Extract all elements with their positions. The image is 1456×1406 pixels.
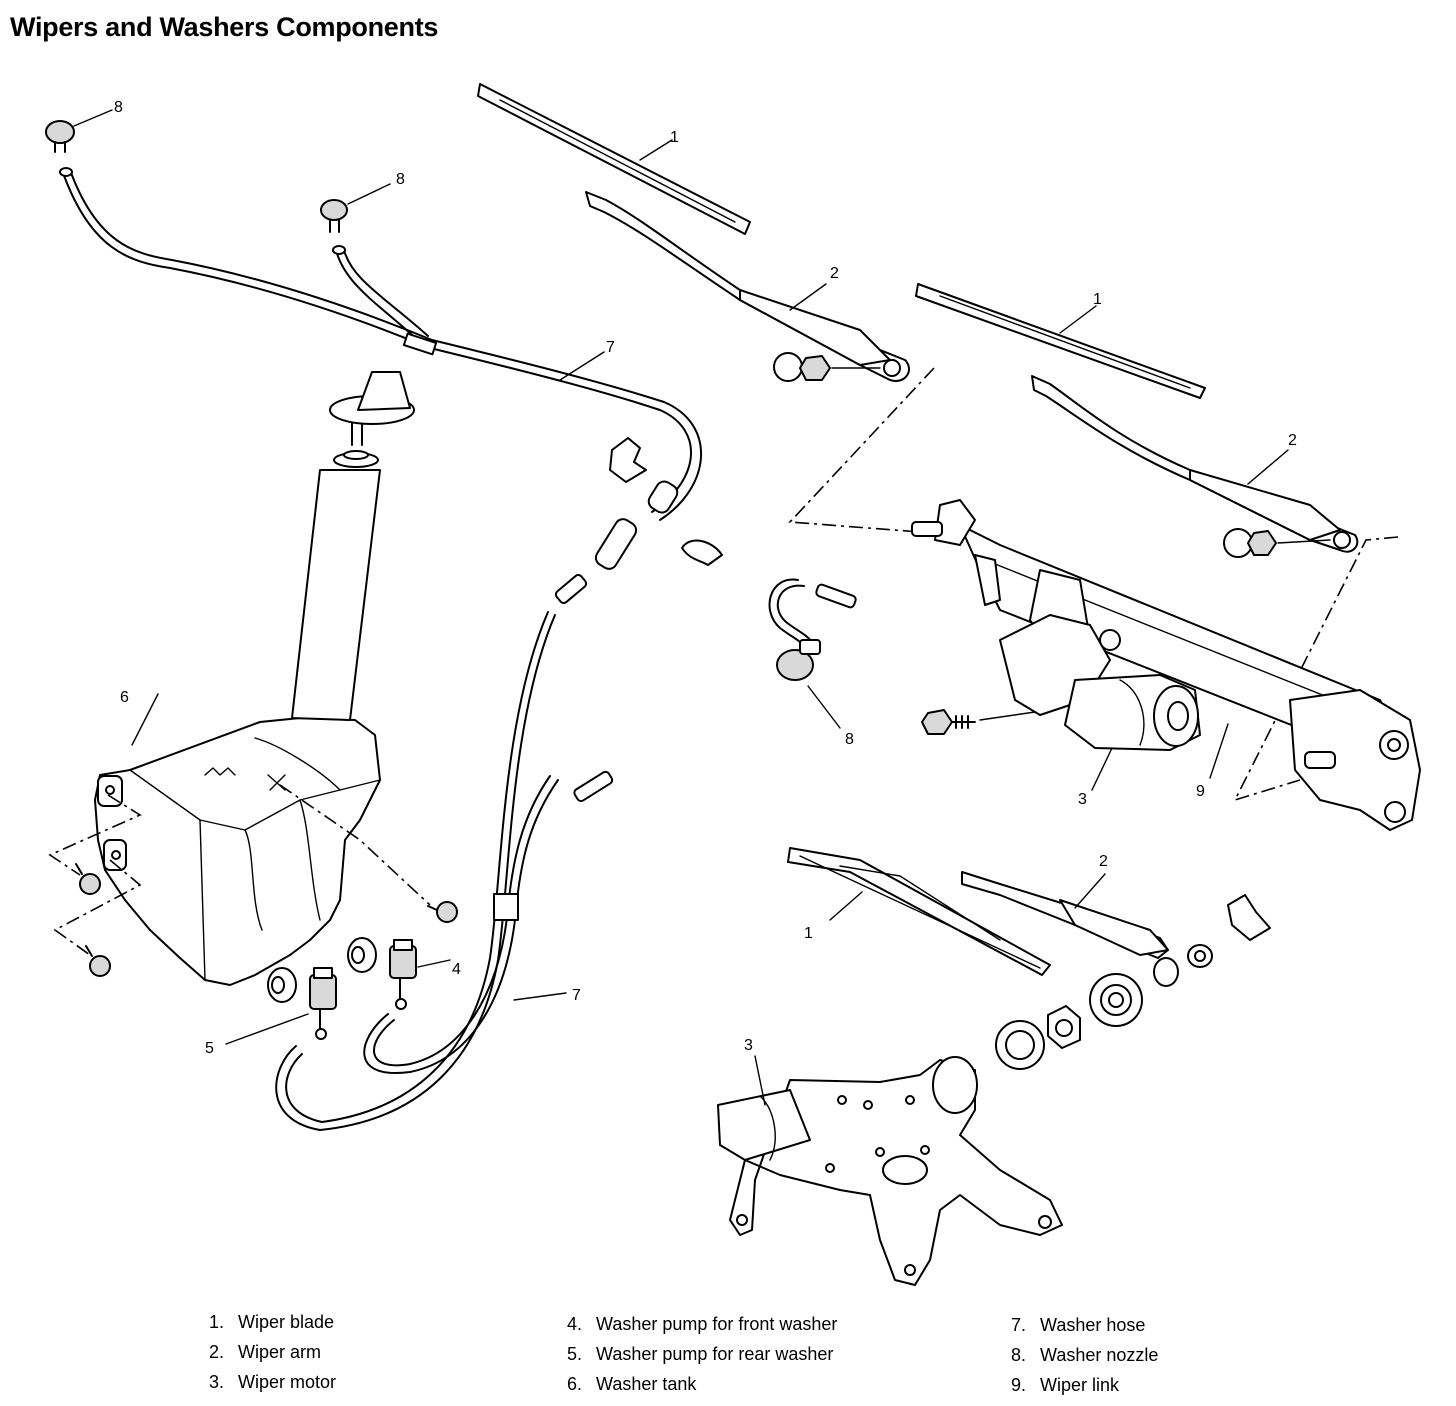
callout-8-left: 8 — [114, 99, 123, 116]
callout-1-front-left: 1 — [670, 129, 679, 146]
diagram-title: Wipers and Washers Components — [10, 12, 439, 42]
wiper-blade-rear — [787, 847, 1051, 976]
callout-8-middle: 8 — [396, 171, 405, 188]
legend-item-6: 6.Washer tank — [566, 1374, 697, 1394]
callout-3-front: 3 — [1078, 791, 1087, 808]
callout-2-front-right: 2 — [1288, 432, 1297, 449]
washer-hose-lower — [275, 351, 679, 1131]
washer-pump-front — [347, 937, 451, 1010]
front-alignment-lines — [788, 367, 1399, 802]
callout-6: 6 — [120, 689, 129, 706]
callout-2-front-left: 2 — [830, 265, 839, 282]
callout-labels: 8 8 8 1 1 1 2 2 2 3 3 4 5 6 7 7 9 — [114, 99, 1297, 1057]
callout-4: 4 — [452, 961, 461, 978]
hose-clips — [609, 437, 723, 566]
legend-item-1: 1.Wiper blade — [208, 1312, 335, 1332]
callout-5: 5 — [205, 1040, 214, 1057]
washer-tank — [94, 371, 415, 986]
callout-3-rear: 3 — [744, 1037, 753, 1054]
callout-7-top: 7 — [606, 339, 615, 356]
wiper-blade-front-right — [915, 283, 1206, 399]
legend-item-5: 5.Washer pump for rear washer — [566, 1344, 834, 1364]
callout-7-bottom: 7 — [572, 987, 581, 1004]
legend-item-7: 7.Washer hose — [1010, 1315, 1146, 1335]
wiper-arm-rear — [961, 871, 1271, 987]
washer-nozzle-hood — [768, 578, 857, 729]
legend-item-3: 3.Wiper motor — [208, 1372, 337, 1392]
washer-nozzle-left — [45, 109, 113, 177]
rear-motor-hardware — [995, 973, 1143, 1070]
washer-pump-rear — [225, 967, 337, 1045]
washer-hose-upper — [61, 169, 702, 521]
legend-item-2: 2.Wiper arm — [208, 1342, 322, 1362]
callout-1-front-right: 1 — [1093, 291, 1102, 308]
wiper-arm-front-right — [1031, 375, 1359, 558]
wiper-arm-front-left — [585, 191, 910, 382]
callout-9: 9 — [1196, 783, 1205, 800]
callout-8-hood: 8 — [845, 731, 854, 748]
wiper-link — [911, 499, 1421, 831]
wiper-motor-rear — [717, 1055, 1063, 1286]
wiper-blade-front-left — [477, 83, 751, 235]
washer-nozzle-middle — [320, 183, 391, 255]
callout-1-rear: 1 — [804, 925, 813, 942]
legend-item-8: 8.Washer nozzle — [1010, 1345, 1159, 1365]
tank-bolts — [48, 784, 458, 977]
wiper-motor-front — [921, 614, 1201, 791]
legend-item-4: 4.Washer pump for front washer — [566, 1314, 838, 1334]
callout-2-rear: 2 — [1099, 853, 1108, 870]
legend-item-9: 9.Wiper link — [1010, 1375, 1120, 1395]
